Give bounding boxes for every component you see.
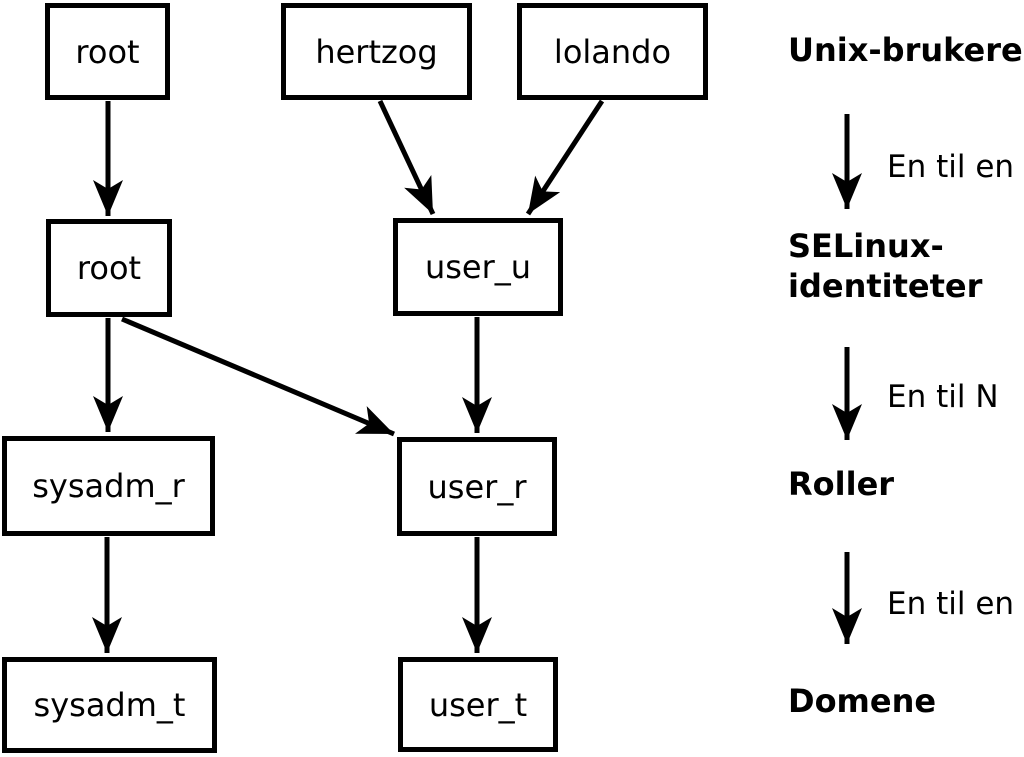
legend-selinux-identities-line1: SELinux-: [788, 227, 944, 265]
box-user_u: user_u: [393, 218, 563, 316]
mapping-label-one-to-one-1: En til en: [887, 149, 1015, 185]
legend-unix-users: Unix-brukere: [788, 31, 1023, 69]
box-sysadm_t: sysadm_t: [2, 657, 217, 753]
arrow-selinuxroot-to-user_r: [121, 316, 395, 437]
box-sysadm_r-label: sysadm_r: [32, 467, 185, 505]
mapping-label-one-to-n: En til N: [887, 379, 999, 415]
arrow-lolando-to-user_u: [525, 99, 605, 216]
box-hertzog-label: hertzog: [315, 32, 438, 71]
box-user_t: user_t: [398, 657, 558, 752]
box-selinux-root: root: [46, 219, 172, 317]
legend-domains: Domene: [788, 682, 937, 720]
box-sysadm_r: sysadm_r: [2, 436, 215, 536]
box-user_u-label: user_u: [424, 248, 532, 286]
box-lolando: lolando: [517, 3, 708, 100]
box-user_t-label: user_t: [428, 685, 528, 724]
legend-selinux-identities: SELinux- identiteter: [788, 226, 982, 306]
legend-selinux-identities-line2: identiteter: [788, 267, 983, 305]
box-lolando-label: lolando: [553, 32, 672, 71]
box-user_r: user_r: [397, 437, 557, 536]
legend-roles: Roller: [788, 465, 895, 503]
box-unix-root: root: [45, 3, 170, 100]
box-hertzog: hertzog: [281, 3, 472, 100]
box-user_r-label: user_r: [427, 467, 527, 506]
mapping-label-one-to-one-2: En til en: [887, 586, 1015, 622]
box-selinux-root-label: root: [76, 249, 142, 287]
box-sysadm_t-label: sysadm_t: [33, 686, 186, 724]
box-unix-root-label: root: [75, 32, 140, 71]
arrow-hertzog-to-user_u: [377, 99, 436, 216]
